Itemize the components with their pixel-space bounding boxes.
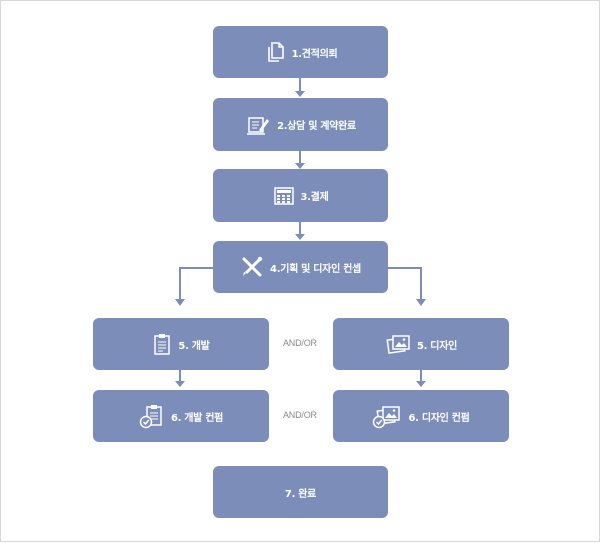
andor-label-row5: AND/OR — [283, 338, 317, 348]
connector-4-dev — [179, 267, 213, 300]
arrowhead-2 — [295, 91, 305, 97]
step-development-confirm: 6. 개발 컨펌 — [93, 390, 269, 442]
step-planning-design-concept: 4.기획 및 디자인 컨셉 — [213, 241, 388, 293]
contract-pen-icon — [245, 114, 271, 136]
step-payment-label: 3.결제 — [300, 192, 329, 203]
step-development-label: 5. 개발 — [178, 340, 210, 352]
connector-4-design — [388, 267, 422, 300]
document-icon — [264, 40, 286, 64]
step-planning-design-concept-label: 4.기획 및 디자인 컨셉 — [270, 263, 361, 275]
step-design-label: 5. 디자인 — [416, 340, 458, 352]
calculator-icon — [273, 185, 295, 207]
step-development-confirm-label: 6. 개발 컨펌 — [170, 412, 224, 424]
step-payment: 3.결제 — [213, 169, 388, 222]
arrowhead-devconfirm — [175, 381, 185, 387]
andor-label-row6: AND/OR — [283, 410, 317, 420]
clipboard-check-icon — [139, 403, 165, 429]
clipboard-icon — [152, 332, 172, 356]
step-consult-contract-label: 2.상담 및 계약완료 — [277, 121, 356, 132]
step-consult-contract: 2.상담 및 계약완료 — [213, 98, 388, 151]
arrowhead-design — [416, 299, 426, 306]
step-quote-request: 1.견적의뢰 — [213, 26, 388, 78]
step-quote-request-label: 1.견적의뢰 — [291, 48, 338, 60]
arrowhead-designconfirm — [416, 381, 426, 387]
arrowhead-dev — [175, 299, 185, 306]
step-complete-label: 7. 완료 — [284, 488, 317, 500]
step-design-confirm: 6. 디자인 컨펌 — [333, 390, 509, 442]
pencil-wrench-icon — [240, 255, 264, 279]
step-complete: 7. 완료 — [213, 466, 388, 518]
arrowhead-3 — [295, 163, 305, 169]
step-development: 5. 개발 — [93, 318, 269, 370]
step-design-confirm-label: 6. 디자인 컨펌 — [408, 412, 470, 424]
step-design: 5. 디자인 — [333, 318, 509, 370]
pictures-check-icon — [372, 403, 402, 429]
pictures-icon — [385, 333, 411, 355]
arrowhead-4 — [295, 234, 305, 240]
